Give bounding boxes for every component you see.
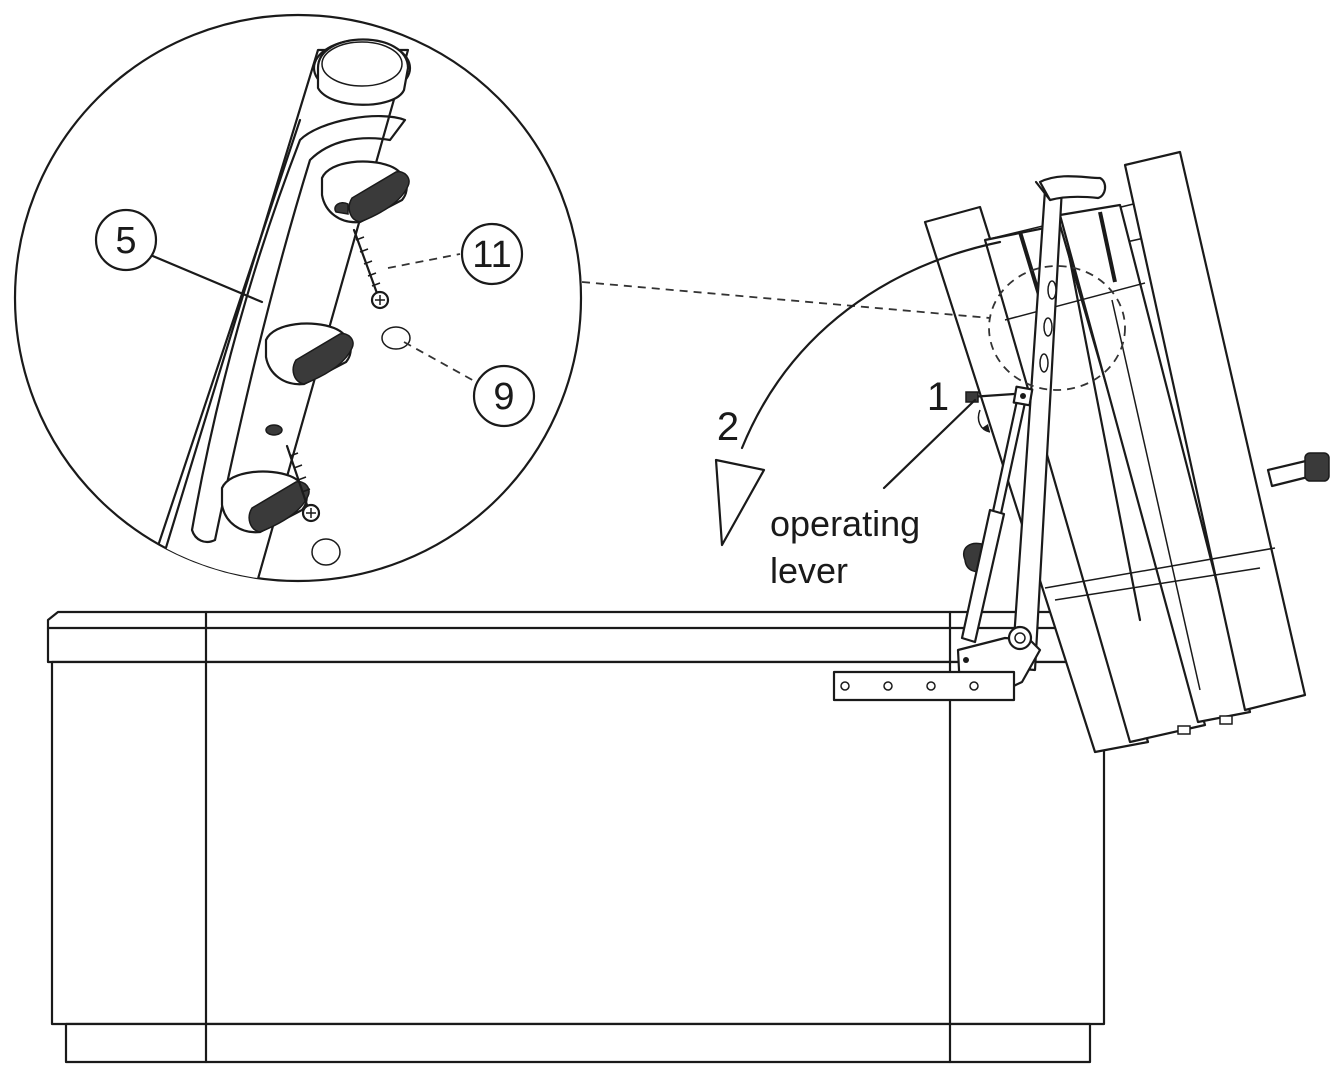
gas-strut-cylinder bbox=[960, 508, 1006, 644]
axle-knob bbox=[1304, 452, 1330, 482]
rotation-arc bbox=[740, 240, 1002, 450]
callout-11-circle bbox=[460, 222, 524, 286]
zoomed-cap-lower bbox=[311, 538, 341, 566]
arm-slot-1 bbox=[1047, 280, 1057, 300]
callout-5-leader bbox=[146, 252, 264, 304]
base-pivot-bolt bbox=[1014, 632, 1026, 644]
plate-hole-3 bbox=[926, 681, 936, 691]
cover-panel-d bbox=[1123, 150, 1307, 712]
plate-hole-4 bbox=[969, 681, 979, 691]
mounting-plate bbox=[832, 670, 1016, 702]
callout-9-circle bbox=[472, 364, 536, 428]
hot-tub-cabinet bbox=[46, 610, 1106, 1064]
zoomed-washer bbox=[265, 424, 283, 436]
callout-5: 5 bbox=[94, 208, 158, 272]
zoomed-knob-2 bbox=[264, 322, 354, 386]
cover-panel-c bbox=[1058, 203, 1252, 724]
operating-lever-label-line1: operating bbox=[770, 503, 920, 544]
zoomed-arm-edge bbox=[138, 118, 302, 581]
lever-leader-line bbox=[882, 398, 977, 490]
zoomed-arm-recess bbox=[190, 114, 407, 544]
cover-strap-2 bbox=[1098, 211, 1117, 283]
zoomed-tube bbox=[316, 38, 410, 106]
callout-9: 9 bbox=[472, 364, 536, 428]
strut-lower-pin bbox=[963, 657, 969, 663]
cover-seam-1 bbox=[1044, 547, 1276, 589]
zoomed-tube-inner bbox=[321, 41, 403, 87]
callout-5-circle bbox=[94, 208, 158, 272]
arm-top-cap bbox=[1038, 175, 1107, 202]
detail-reference-circle bbox=[988, 265, 1126, 391]
cover-strap-1 bbox=[1018, 231, 1042, 299]
step-1-number: 1 bbox=[927, 375, 949, 419]
tub-body bbox=[50, 660, 1106, 1026]
zoomed-screw-lower bbox=[285, 444, 321, 523]
zoomed-screw-11 bbox=[352, 228, 390, 310]
rotation-arrowhead bbox=[714, 458, 766, 547]
zoomed-knob-1 bbox=[320, 160, 410, 224]
lever-rotation-arrow bbox=[977, 409, 991, 433]
callout-11-text: 11 bbox=[472, 234, 511, 276]
zoomed-cap-9 bbox=[381, 326, 411, 350]
arm-top-pin bbox=[1034, 180, 1052, 202]
cover-foot-1 bbox=[1177, 725, 1191, 735]
detail-leader-line bbox=[581, 281, 991, 319]
callout-11: 11 bbox=[460, 222, 524, 286]
detail-magnifier bbox=[13, 13, 583, 583]
lever-rotation-arrowhead bbox=[982, 424, 990, 432]
tub-plinth bbox=[64, 1022, 1092, 1064]
arm-slot-3 bbox=[1039, 353, 1049, 373]
zoomed-knob-3 bbox=[220, 470, 310, 534]
plate-hole-1 bbox=[840, 681, 850, 691]
cover-seam-2 bbox=[1054, 567, 1261, 601]
support-rod bbox=[1066, 248, 1142, 622]
operating-lever-grip bbox=[965, 391, 979, 403]
callout-11-leader bbox=[387, 253, 461, 269]
cover-seam-3 bbox=[1004, 282, 1146, 321]
callout-9-text: 9 bbox=[493, 376, 514, 418]
operating-lever-label-line2: lever bbox=[770, 550, 848, 591]
step-2-number: 2 bbox=[717, 405, 739, 449]
strut-upper-pin bbox=[1020, 393, 1026, 399]
cover-lifter-mechanism bbox=[832, 175, 1142, 702]
arm-slot-2 bbox=[1043, 317, 1053, 337]
tub-rim bbox=[46, 610, 1070, 664]
cover-fold-line bbox=[1111, 299, 1201, 691]
callout-5-text: 5 bbox=[115, 220, 136, 262]
cover-foot-2 bbox=[1219, 715, 1233, 725]
plate-hole-2 bbox=[883, 681, 893, 691]
